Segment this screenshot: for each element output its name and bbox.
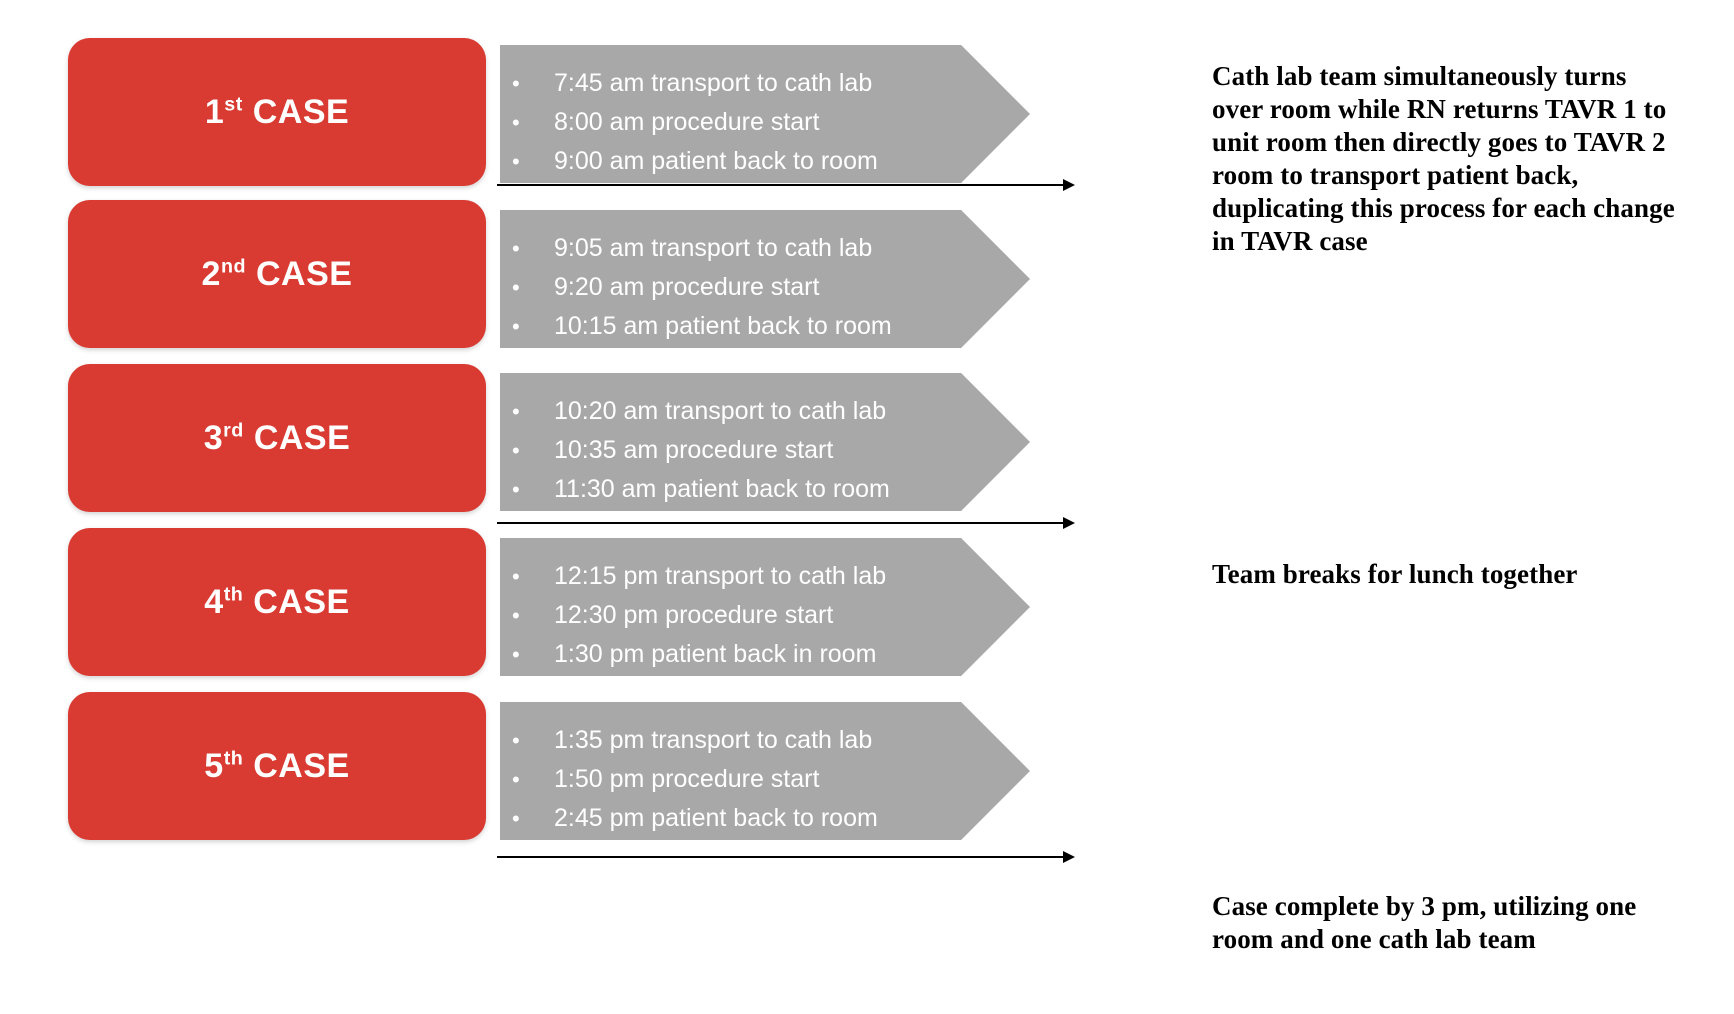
case-word-5: CASE [253, 746, 350, 785]
case-label-2: 2nd CASE [202, 255, 353, 294]
step-text: 11:30 am patient back to room [554, 475, 890, 503]
note-completion: Case complete by 3 pm, utilizing one roo… [1212, 891, 1637, 954]
step-text: 1:35 pm transport to cath lab [554, 726, 873, 754]
step-item: • 10:15 am patient back to room [500, 307, 1030, 346]
arrow-shaft [497, 184, 1065, 186]
step-item: • 7:45 am transport to cath lab [500, 64, 1030, 103]
case-ordinal-suffix-5: th [223, 747, 244, 770]
bullet-icon: • [512, 110, 520, 135]
step-text: 9:00 am patient back to room [554, 147, 878, 175]
case-box-5: 5th CASE [68, 692, 486, 840]
case-ordinal-suffix-2: nd [220, 255, 247, 278]
arrow-head-icon [1063, 517, 1075, 529]
step-item: • 12:30 pm procedure start [500, 596, 1030, 635]
case-word-1: CASE [252, 92, 350, 131]
bullet-icon: • [512, 477, 520, 502]
step-item: • 9:20 am procedure start [500, 268, 1030, 307]
bullet-icon: • [512, 71, 520, 96]
note-turnover: Cath lab team simultaneously turns over … [1212, 61, 1675, 256]
step-item: • 9:00 am patient back to room [500, 142, 1030, 181]
step-item: • 1:35 pm transport to cath lab [500, 721, 1030, 760]
steps-arrow-3: • 10:20 am transport to cath lab • 10:35 a… [500, 373, 1030, 511]
step-text: 8:00 am procedure start [554, 108, 820, 136]
bullet-icon: • [512, 728, 520, 753]
bullet-icon: • [512, 767, 520, 792]
case-word-2: CASE [255, 254, 353, 293]
step-text: 12:15 pm transport to cath lab [554, 562, 887, 590]
arrow-shaft [497, 522, 1065, 524]
arrow-shaft [497, 856, 1065, 858]
steps-arrow-1: • 7:45 am transport to cath lab • 8:00 am … [500, 45, 1030, 183]
step-item: • 2:45 pm patient back to room [500, 799, 1030, 838]
step-text: 1:30 pm patient back in room [554, 640, 877, 668]
bullet-icon: • [512, 236, 520, 261]
case-word-3: CASE [253, 418, 351, 457]
bullet-icon: • [512, 314, 520, 339]
case-box-2: 2nd CASE [68, 200, 486, 348]
step-text: 9:05 am transport to cath lab [554, 234, 873, 262]
case-box-4: 4th CASE [68, 528, 486, 676]
case-label-4: 4th CASE [204, 583, 349, 622]
step-item: • 11:30 am patient back to room [500, 470, 1030, 509]
arrow-head-icon [1063, 851, 1075, 863]
case-box-3: 3rd CASE [68, 364, 486, 512]
steps-arrow-5: • 1:35 pm transport to cath lab • 1:50 pm … [500, 702, 1030, 840]
bullet-icon: • [512, 438, 520, 463]
steps-arrow-4: • 12:15 pm transport to cath lab • 12:30 p… [500, 538, 1030, 676]
step-text: 10:35 am procedure start [554, 436, 834, 464]
case-ordinal-3: 3 [203, 418, 224, 457]
step-text: 12:30 pm procedure start [554, 601, 834, 629]
steps-arrow-2: • 9:05 am transport to cath lab • 9:20 am … [500, 210, 1030, 348]
bullet-icon: • [512, 806, 520, 831]
connector-arrow-turnover [497, 179, 1075, 191]
connector-arrow-completion [497, 851, 1075, 863]
case-ordinal-1: 1 [204, 92, 225, 131]
step-text: 7:45 am transport to cath lab [554, 69, 873, 97]
arrow-head-icon [1063, 179, 1075, 191]
bullet-icon: • [512, 399, 520, 424]
case-ordinal-4: 4 [204, 582, 224, 621]
bullet-icon: • [512, 149, 520, 174]
step-item: • 1:50 pm procedure start [500, 760, 1030, 799]
connector-arrow-lunch [497, 517, 1075, 529]
case-label-1: 1st CASE [205, 93, 349, 132]
case-label-5: 5th CASE [204, 747, 349, 786]
bullet-icon: • [512, 564, 520, 589]
step-text: 10:20 am transport to cath lab [554, 397, 887, 425]
step-item: • 9:05 am transport to cath lab [500, 229, 1030, 268]
case-box-1: 1st CASE [68, 38, 486, 186]
step-item: • 10:20 am transport to cath lab [500, 392, 1030, 431]
step-text: 2:45 pm patient back to room [554, 804, 878, 832]
note-lunch: Team breaks for lunch together [1212, 559, 1578, 589]
step-item: • 12:15 pm transport to cath lab [500, 557, 1030, 596]
bullet-icon: • [512, 275, 520, 300]
step-item: • 10:35 am procedure start [500, 431, 1030, 470]
case-label-3: 3rd CASE [204, 419, 351, 458]
case-word-4: CASE [253, 582, 350, 621]
case-ordinal-suffix-3: rd [223, 419, 244, 442]
case-ordinal-5: 5 [204, 746, 224, 785]
step-item: • 1:30 pm patient back in room [500, 635, 1030, 674]
case-ordinal-suffix-1: st [224, 93, 243, 116]
step-text: 1:50 pm procedure start [554, 765, 820, 793]
step-text: 9:20 am procedure start [554, 273, 820, 301]
step-text: 10:15 am patient back to room [554, 312, 892, 340]
case-ordinal-suffix-4: th [223, 583, 244, 606]
bullet-icon: • [512, 603, 520, 628]
step-item: • 8:00 am procedure start [500, 103, 1030, 142]
bullet-icon: • [512, 642, 520, 667]
case-ordinal-2: 2 [201, 254, 221, 293]
